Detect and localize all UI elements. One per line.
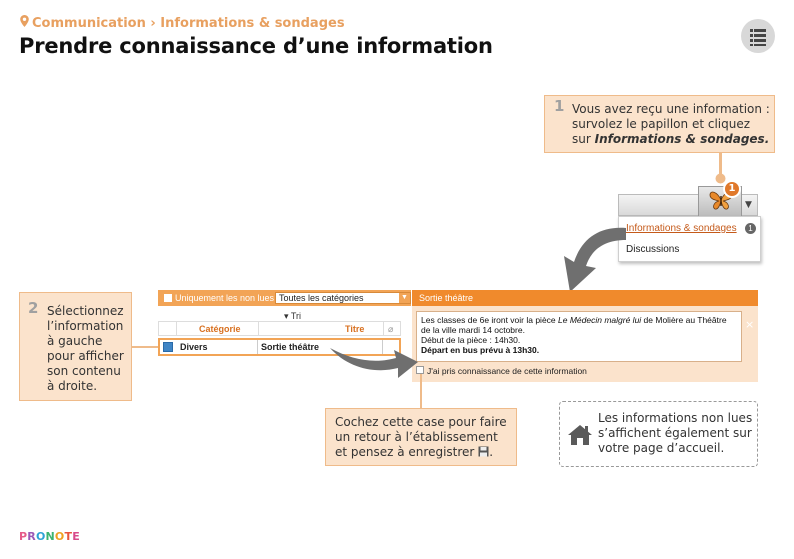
column-header-category[interactable]: Catégorie (199, 324, 241, 334)
house-icon (568, 425, 592, 445)
list-column-headers: Catégorie Titre ⌀ (158, 321, 401, 336)
list-menu-icon (750, 29, 766, 46)
curved-arrow-icon (330, 348, 418, 378)
breadcrumb: Communication › Informations & sondages (20, 15, 345, 31)
row-category: Divers (180, 342, 208, 352)
row-divider (257, 340, 258, 354)
curved-arrow-icon (564, 227, 626, 292)
row-title: Sortie théâtre (261, 342, 320, 352)
acknowledge-label: J'ai pris connaissance de cette informat… (427, 366, 587, 376)
page-title: Prendre connaissance d’une information (19, 34, 493, 58)
logo-letter: R (27, 530, 36, 543)
detail-line-1: Les classes de 6e iront voir la pièce Le… (421, 315, 737, 335)
butterfly-dropdown: Informations & sondages 1 Discussions (618, 216, 761, 262)
dropdown-item-informations[interactable]: Informations & sondages (626, 223, 737, 234)
step2-number: 2 (28, 299, 39, 317)
step1-number: 1 (554, 97, 565, 115)
menu-button[interactable] (741, 19, 775, 53)
detail-play-title: Le Médecin malgré lui (558, 315, 642, 325)
info-type-icon (163, 342, 173, 352)
chevron-down-icon: ▼ (399, 293, 410, 303)
unread-only-checkbox[interactable] (164, 294, 172, 302)
pronote-logo: PRONOTE (19, 530, 80, 543)
detail-panel-content: Les classes de 6e iront voir la pièce Le… (416, 311, 742, 362)
step1-connector (719, 153, 722, 175)
sort-toggle[interactable]: ▾ Tri (284, 311, 302, 321)
floppy-save-icon (478, 446, 489, 457)
dropdown-item-badge: 1 (745, 223, 756, 234)
column-divider (258, 322, 259, 335)
logo-letter: T (64, 530, 73, 543)
detail-line-2: Début de la pièce : 14h30. (421, 335, 521, 345)
acknowledge-checkbox[interactable] (416, 366, 424, 374)
tip-connector (420, 374, 422, 408)
dropdown-item-discussions[interactable]: Discussions (626, 244, 680, 255)
detail-panel-title: Sortie théâtre (412, 290, 758, 306)
unread-only-label: Uniquement les non lues (175, 293, 275, 303)
step1-text: Vous avez reçu une information : survole… (572, 102, 772, 147)
step1-text-main: Vous avez reçu une information : survole… (572, 102, 770, 146)
paperclip-icon: ⌀ (388, 324, 394, 334)
logo-letter: O (35, 530, 46, 543)
step1-emphasis: Informations & sondages. (594, 132, 770, 146)
home-tip-box: Les informations non lues s’affichent ég… (559, 401, 758, 467)
checkbox-tip-callout: Cochez cette case pour faire un retour à… (325, 408, 517, 466)
detail-line-1a: Les classes de 6e iront voir la pièce (421, 315, 559, 325)
column-header-title[interactable]: Titre (345, 324, 365, 334)
home-tip-text: Les informations non lues s’affichent ég… (598, 411, 753, 455)
breadcrumb-section[interactable]: Communication (32, 16, 146, 31)
step1-connector-dot (715, 173, 726, 184)
checkbox-tip-main: Cochez cette case pour faire un retour à… (335, 415, 507, 459)
logo-letter: P (19, 530, 28, 543)
breadcrumb-page[interactable]: Informations & sondages (160, 16, 345, 31)
checkbox-tip-text: Cochez cette case pour faire un retour à… (335, 415, 513, 460)
detail-line-1b: de Molière au Théâtre de la ville mardi … (421, 315, 727, 335)
category-select-value: Toutes les catégories (279, 293, 364, 303)
checkbox-tip-suffix: . (489, 445, 494, 459)
list-panel-header: Uniquement les non lues Toutes les catég… (158, 290, 411, 306)
step2-callout: 2 Sélectionnez l’information à gauche po… (19, 292, 132, 401)
breadcrumb-separator: › (150, 16, 156, 31)
column-divider (176, 322, 177, 335)
notification-badge: 1 (723, 180, 741, 198)
location-pin-icon (20, 15, 29, 27)
row-divider (382, 340, 383, 354)
logo-letter: E (72, 530, 80, 543)
table-row[interactable]: Divers Sortie théâtre (158, 338, 401, 356)
step1-callout: 1 Vous avez reçu une information : survo… (544, 95, 775, 153)
step2-text: Sélectionnez l’information à gauche pour… (47, 304, 124, 393)
logo-letter: O (54, 530, 65, 543)
step2-connector (132, 346, 158, 348)
detail-line-3: Départ en bus prévu à 13h30. (421, 345, 540, 355)
close-icon[interactable]: × (745, 318, 755, 331)
column-divider (383, 322, 384, 335)
logo-letter: N (45, 530, 55, 543)
dropdown-arrow-icon[interactable]: ▼ (745, 200, 752, 210)
category-select[interactable]: Toutes les catégories ▼ (275, 292, 411, 304)
